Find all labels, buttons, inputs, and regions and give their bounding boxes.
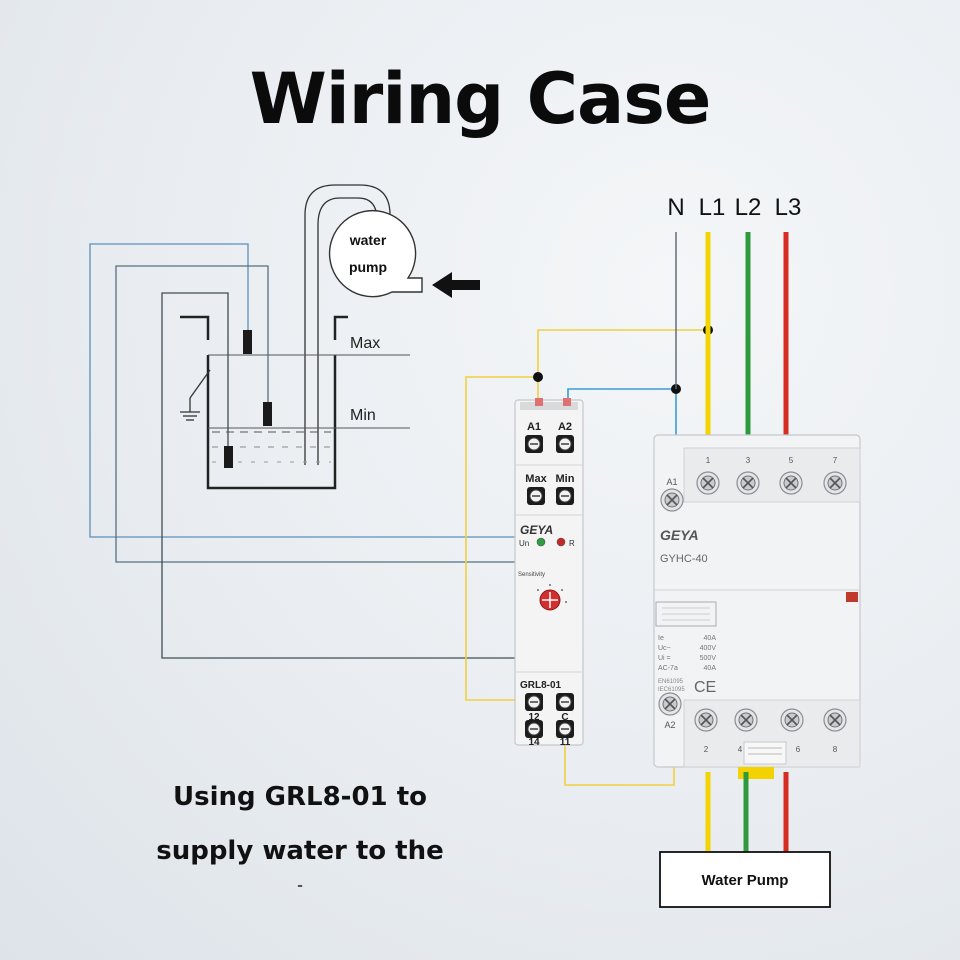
wire-min-probe [115,265,560,563]
spec-value-ac7a: 40A [704,665,717,672]
pump-label-water: water [349,232,387,248]
relay-led-un-label: Un [519,539,529,548]
spec-label-ui: Ui = [658,655,671,662]
contactor-terminal-8: 8 [833,745,838,754]
contactor-terminal-1: 1 [706,456,711,465]
spec-label-ac7a: AC-7a [658,665,678,672]
probe-common [224,446,233,468]
wire-blue-a2 [567,388,676,405]
contactor-terminal-3: 3 [746,456,751,465]
contactor-terminal-2: 2 [704,745,709,754]
water-pump-label: Water Pump [702,872,789,889]
water-tank-diagram: water pump Max Min [180,184,480,490]
relay-terminal-c: C [561,712,568,723]
wire-yellow-a1-feed [537,329,708,405]
supply-label-l1: L1 [699,194,726,221]
contactor-schematic-icon [655,601,717,627]
supply-label-l3: L3 [775,194,802,221]
spec-value-ie: 40A [704,635,717,642]
tank-outer-left [180,315,210,340]
relay-model: GRL8-01 [520,680,562,691]
probe-min [263,402,272,426]
caption-line-2: supply water to the [156,836,444,866]
spec-label-uc: Uc~ [658,645,671,652]
led-green-icon [536,537,546,547]
contactor-coil-a2-label: A2 [664,720,675,730]
relay-brand: GEYA [520,523,553,537]
supply-label-l2: L2 [735,194,762,221]
standard-iec61095: IEC61095 [658,687,685,693]
relay-terminal-min: Min [556,473,575,485]
wire-common-probe [161,292,541,700]
spec-value-uc: 400V [700,645,717,652]
supply-lines: N L1 L2 L3 [667,194,801,448]
relay-led-r-label: R [569,539,575,548]
page-title: Wiring Case [249,58,712,140]
gyhc-40-contactor: 1 3 5 7 A1 GEYA GYHC-40 Ie Uc~ Ui = AC-7… [653,434,861,779]
tank-vessel [206,355,337,490]
flow-arrow-icon [432,272,480,298]
contactor-terminal-7: 7 [833,456,838,465]
junction-dot [533,372,543,382]
relay-terminal-14: 14 [528,737,540,748]
relay-terminal-a1: A1 [527,421,541,433]
relay-terminal-12: 12 [528,712,540,723]
relay-terminal-max: Max [525,473,547,485]
tank-outer-right [333,315,348,340]
wire-max-probe [89,243,540,538]
contactor-terminal-6: 6 [796,745,801,754]
standard-en61095: EN61095 [658,679,684,685]
grl8-01-relay: A1 A2 Max Min GEYA Un R Sensitivity GRL8… [514,398,584,748]
contactor-coil-a1-label: A1 [666,477,677,487]
probe-wires [89,243,560,700]
ground-icon [180,369,211,421]
contactor-model: GYHC-40 [660,553,708,565]
contactor-terminal-5: 5 [789,456,794,465]
ce-mark: CE [694,679,716,696]
spec-value-ui: 500V [700,655,717,662]
contactor-terminal-4: 4 [738,745,743,754]
caption-line-1: Using GRL8-01 to [172,782,427,812]
wire-yellow-com [465,376,538,701]
pump-body [328,209,423,298]
relay-sensitivity-label: Sensitivity [518,572,545,578]
max-level-label: Max [350,335,380,352]
supply-label-n: N [667,194,684,221]
relay-terminal-a2: A2 [558,421,572,433]
spec-label-ie: Ie [658,635,664,642]
water-pump-box [659,851,831,908]
min-level-label: Min [350,407,376,424]
led-red-icon [556,537,566,547]
relay-terminal-11: 11 [560,737,571,748]
load-lines [705,772,789,852]
contactor-brand: GEYA [660,527,699,543]
pump-label-pump: pump [349,259,387,275]
caption-line-3: - [297,878,303,894]
probe-max [243,330,252,354]
pump-pipe-outer [304,184,391,465]
